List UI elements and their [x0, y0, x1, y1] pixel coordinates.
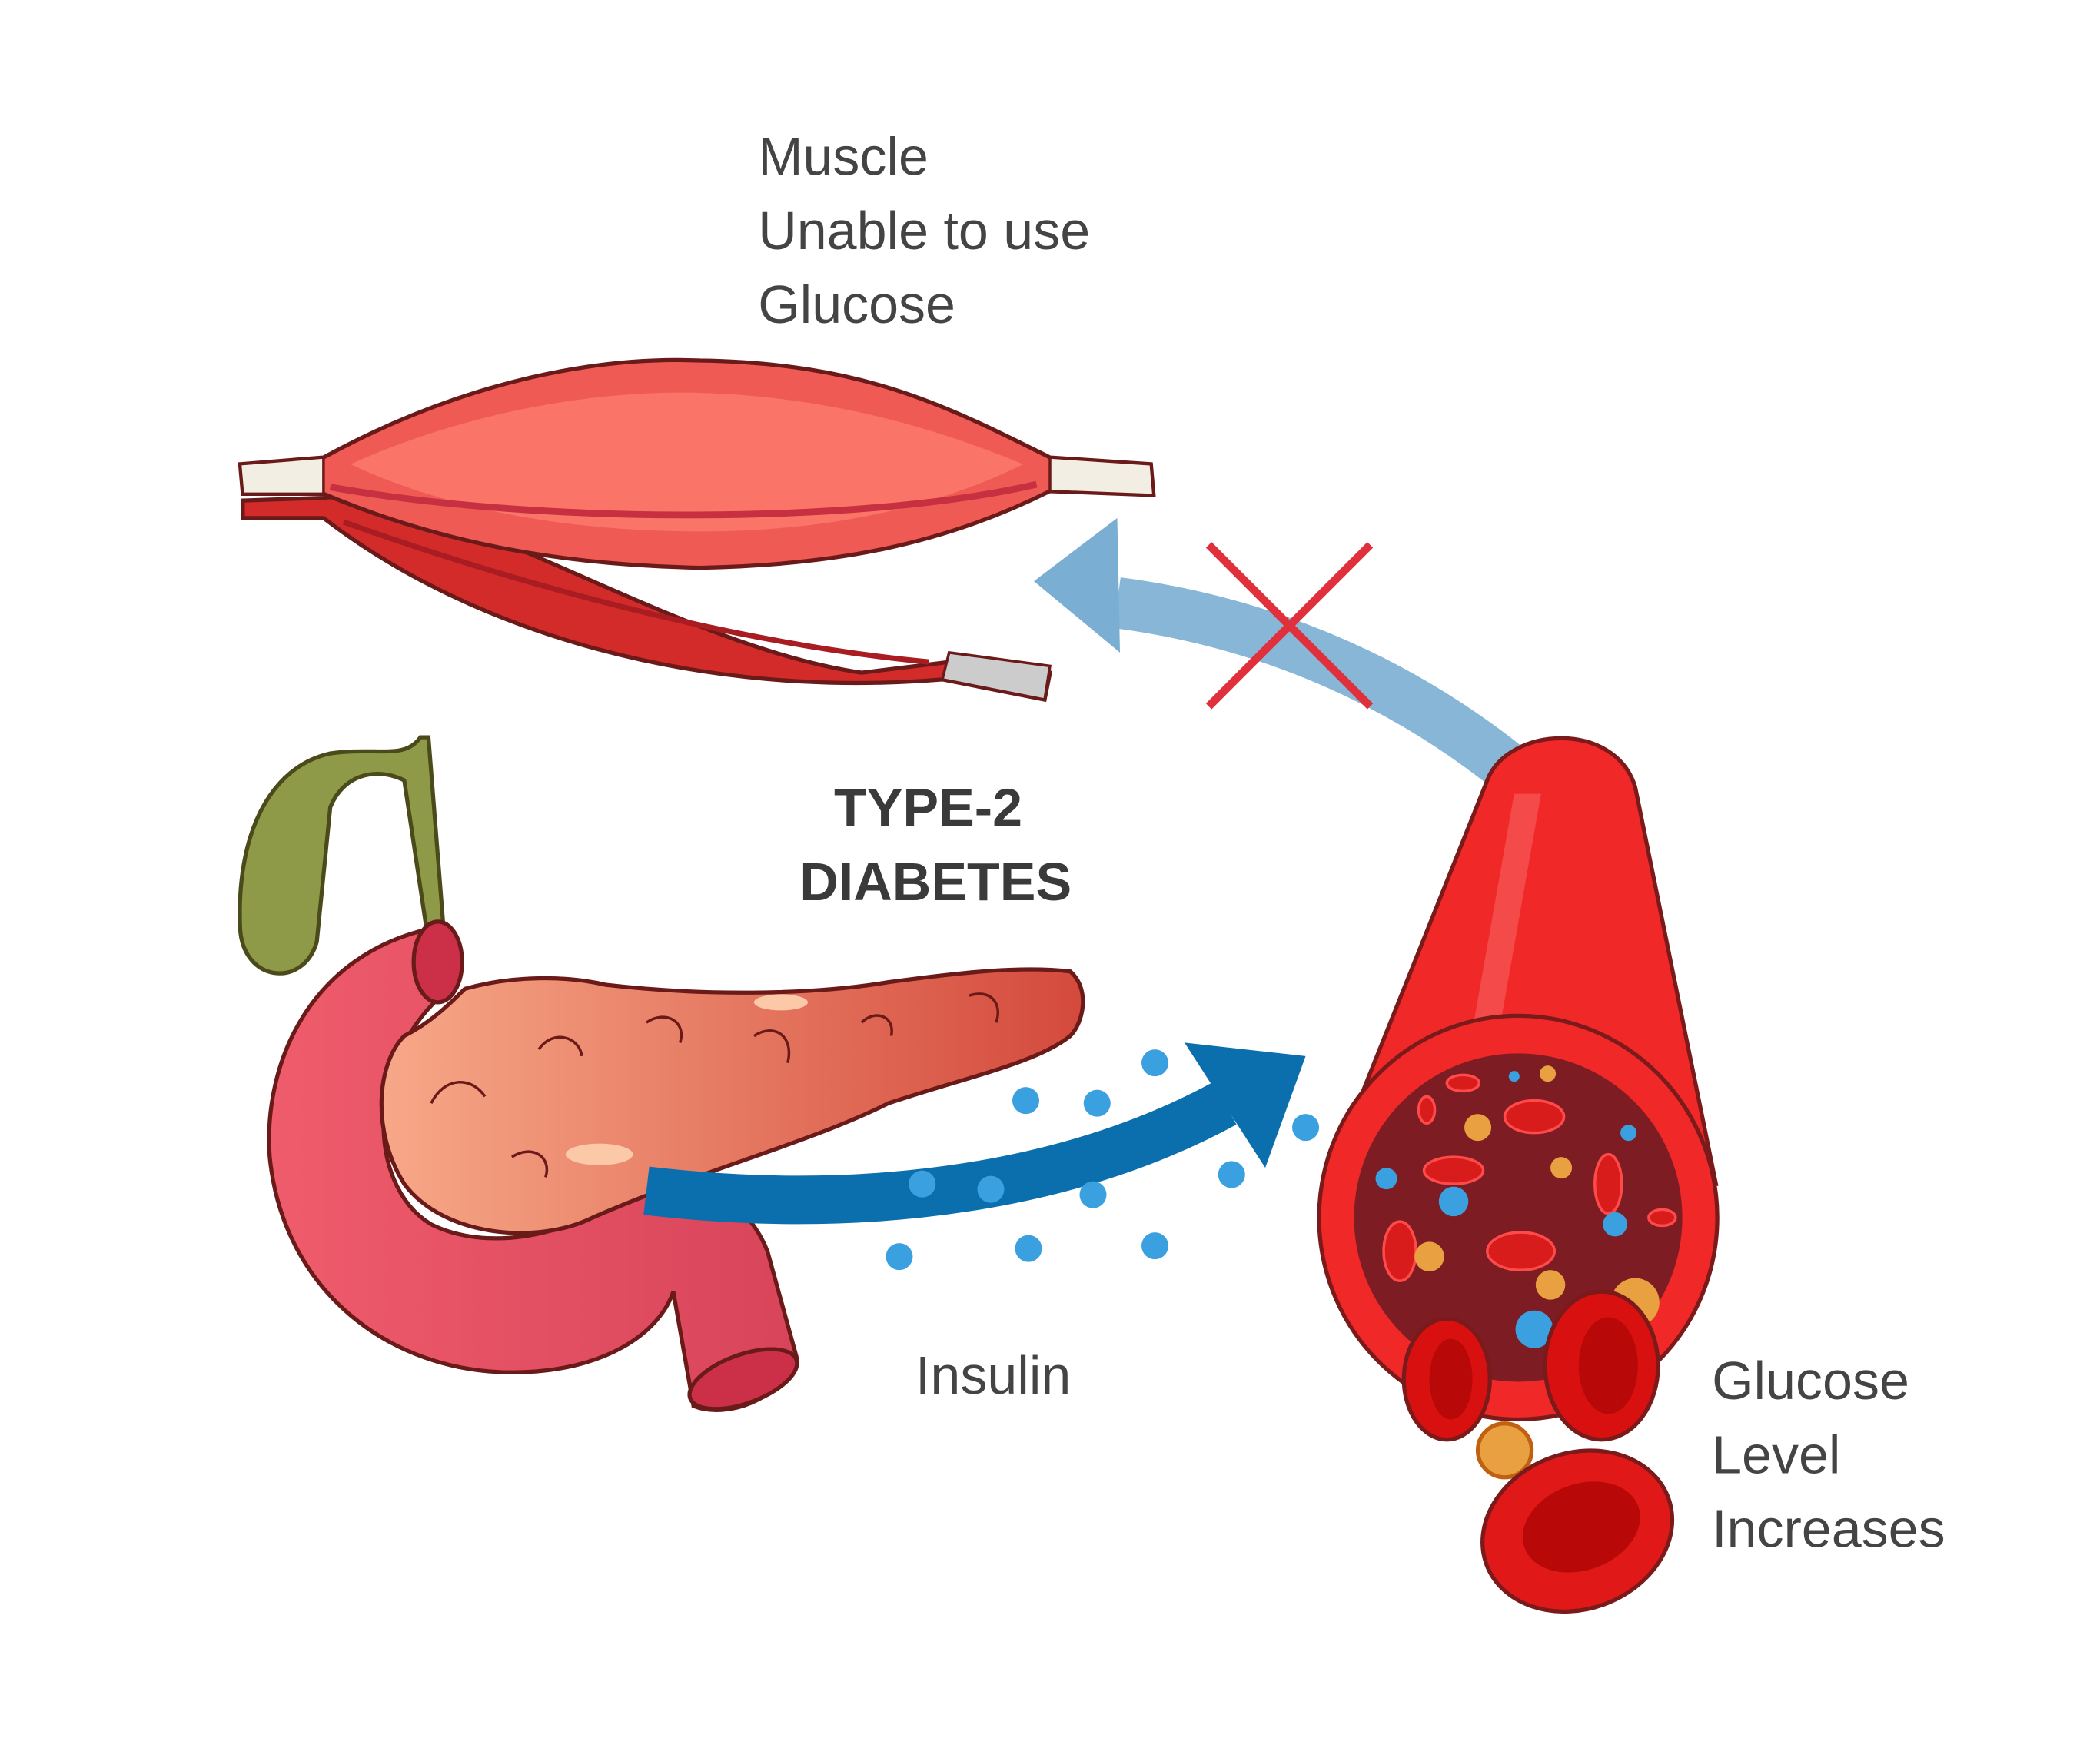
- muscle-label: Muscle Unable to use Glucose: [758, 127, 1105, 335]
- muscle-label-line: Glucose: [758, 274, 955, 334]
- title-line: TYPE-2: [834, 778, 1022, 838]
- title-line: DIABETES: [799, 852, 1072, 912]
- glucose-label-line: Increases: [1712, 1499, 1945, 1559]
- blood-vessel-illustration: [1317, 736, 1720, 1614]
- glucose-label-line: Level: [1712, 1424, 1840, 1484]
- glucose-label-line: Glucose: [1712, 1351, 1909, 1411]
- diagram-title: TYPE-2 DIABETES: [799, 778, 1072, 912]
- pancreas-illustration: [379, 967, 1085, 1235]
- blocked-x-icon: [1205, 542, 1374, 710]
- muscle-label-line: Muscle: [758, 127, 929, 187]
- insulin-arrow: [643, 1042, 1306, 1225]
- gallbladder-illustration: [238, 735, 447, 976]
- muscle-illustration: [238, 357, 1156, 703]
- glucose-level-label: Glucose Level Increases: [1712, 1351, 1945, 1559]
- muscle-label-line: Unable to use: [758, 201, 1090, 261]
- insulin-label: Insulin: [915, 1345, 1071, 1405]
- insulin-dots: [886, 1049, 1320, 1271]
